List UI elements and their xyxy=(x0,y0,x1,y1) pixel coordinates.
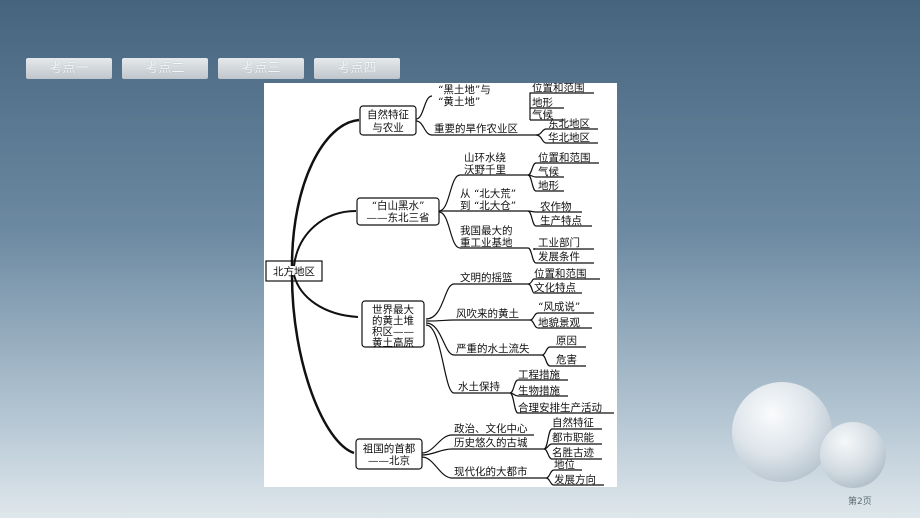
leaf: 气候 xyxy=(538,165,559,178)
tab-label: 考点四 xyxy=(337,61,377,76)
leaf: 地形 xyxy=(538,179,559,192)
leaf: 气候 xyxy=(532,108,553,121)
leaf: 工业部门 xyxy=(538,236,580,249)
topic-tabs: 考点一 考点二 考点三 考点四 xyxy=(26,58,400,79)
branch4-title-line1: 祖国的首都 xyxy=(363,442,416,455)
leaf: 地形 xyxy=(532,96,553,109)
branch3-title-line4: 黄土高原 xyxy=(372,336,414,349)
page-number: 第2页 xyxy=(848,497,872,507)
root-node: 北方地区 xyxy=(273,265,315,278)
leaf: 东北地区 xyxy=(548,117,590,130)
leaf: 都市职能 xyxy=(552,431,594,444)
leaf: 位置和范围 xyxy=(538,151,591,164)
tab-label: 考点一 xyxy=(49,61,89,76)
leaf: 文化特点 xyxy=(534,281,576,294)
leaf: 华北地区 xyxy=(548,131,590,144)
leaf: 危害 xyxy=(556,353,577,366)
branch1-sub1-line1: “黑土地”与 xyxy=(438,83,491,96)
connector-lines xyxy=(290,92,614,486)
leaf: 地位 xyxy=(554,458,575,471)
branch3-sub4: 水土保持 xyxy=(458,380,500,393)
leaf: 发展条件 xyxy=(538,250,580,263)
branch3-title-line3: 积区—— xyxy=(372,326,414,338)
leaf: 工程措施 xyxy=(518,368,560,381)
leaf: 名胜古迹 xyxy=(552,446,594,459)
leaf: 位置和范围 xyxy=(532,83,585,94)
tab-topic-3[interactable]: 考点三 xyxy=(218,58,304,79)
leaf: 发展方向 xyxy=(554,473,596,486)
branch2-sub3-line2: 重工业基地 xyxy=(460,236,513,249)
tab-topic-1[interactable]: 考点一 xyxy=(26,58,112,79)
branch2-sub3-line1: 我国最大的 xyxy=(460,224,513,237)
decorative-egg-small xyxy=(820,422,886,488)
tab-topic-2[interactable]: 考点二 xyxy=(122,58,208,79)
branch4-sub1: 政治、文化中心 xyxy=(454,422,528,435)
branch4-title-line2: ——北京 xyxy=(368,454,410,467)
branch3-sub1: 文明的摇篮 xyxy=(460,271,513,284)
branch1-title-line1: 自然特征 xyxy=(367,108,409,121)
branch4-sub2: 历史悠久的古城 xyxy=(454,436,528,449)
tab-topic-4[interactable]: 考点四 xyxy=(314,58,400,79)
branch1-sub1-line2: “黄土地” xyxy=(438,95,480,108)
branch3-sub3: 严重的水土流失 xyxy=(456,342,530,355)
node-boxes xyxy=(265,105,440,470)
branch3-title-line1: 世界最大 xyxy=(372,303,414,316)
branch2-sub1-line1: 山环水绕 xyxy=(464,151,506,164)
leaf: 农作物 xyxy=(540,200,572,213)
branch3-sub2: 风吹来的黄土 xyxy=(456,307,519,320)
leaf: 位置和范围 xyxy=(534,267,587,280)
mind-map: 北方地区 自然特征 与农业 “黑土地”与 “黄土地” 位置和范围 地形 气候 重… xyxy=(265,83,614,486)
leaf: 自然特征 xyxy=(552,416,594,429)
branch2-title-line2: ——东北三省 xyxy=(367,211,430,224)
branch2-sub1-line2: 沃野千里 xyxy=(464,164,506,176)
decorative-egg-large xyxy=(732,382,832,482)
leaf: 生物措施 xyxy=(518,384,560,397)
leaf: 生产特点 xyxy=(540,214,582,227)
tab-label: 考点二 xyxy=(145,61,185,76)
branch3-title-line2: 的黄土堆 xyxy=(372,314,414,327)
leaf: 地貌景观 xyxy=(538,316,580,329)
leaf: “风成说” xyxy=(538,300,580,313)
branch2-title-line1: “白山黑水” xyxy=(372,199,425,212)
branch2-sub2-line2: 到 “北大仓” xyxy=(460,199,516,212)
leaf: 合理安排生产活动 xyxy=(518,401,602,414)
leaf: 原因 xyxy=(556,335,577,347)
branch1-title-line2: 与农业 xyxy=(372,121,404,134)
branch1-sub2: 重要的旱作农业区 xyxy=(434,122,518,135)
tab-label: 考点三 xyxy=(241,61,281,76)
branch4-sub3: 现代化的大都市 xyxy=(454,465,528,478)
branch2-sub2-line1: 从 “北大荒” xyxy=(460,187,516,200)
mind-map-panel: 北方地区 自然特征 与农业 “黑土地”与 “黄土地” 位置和范围 地形 气候 重… xyxy=(264,83,617,487)
